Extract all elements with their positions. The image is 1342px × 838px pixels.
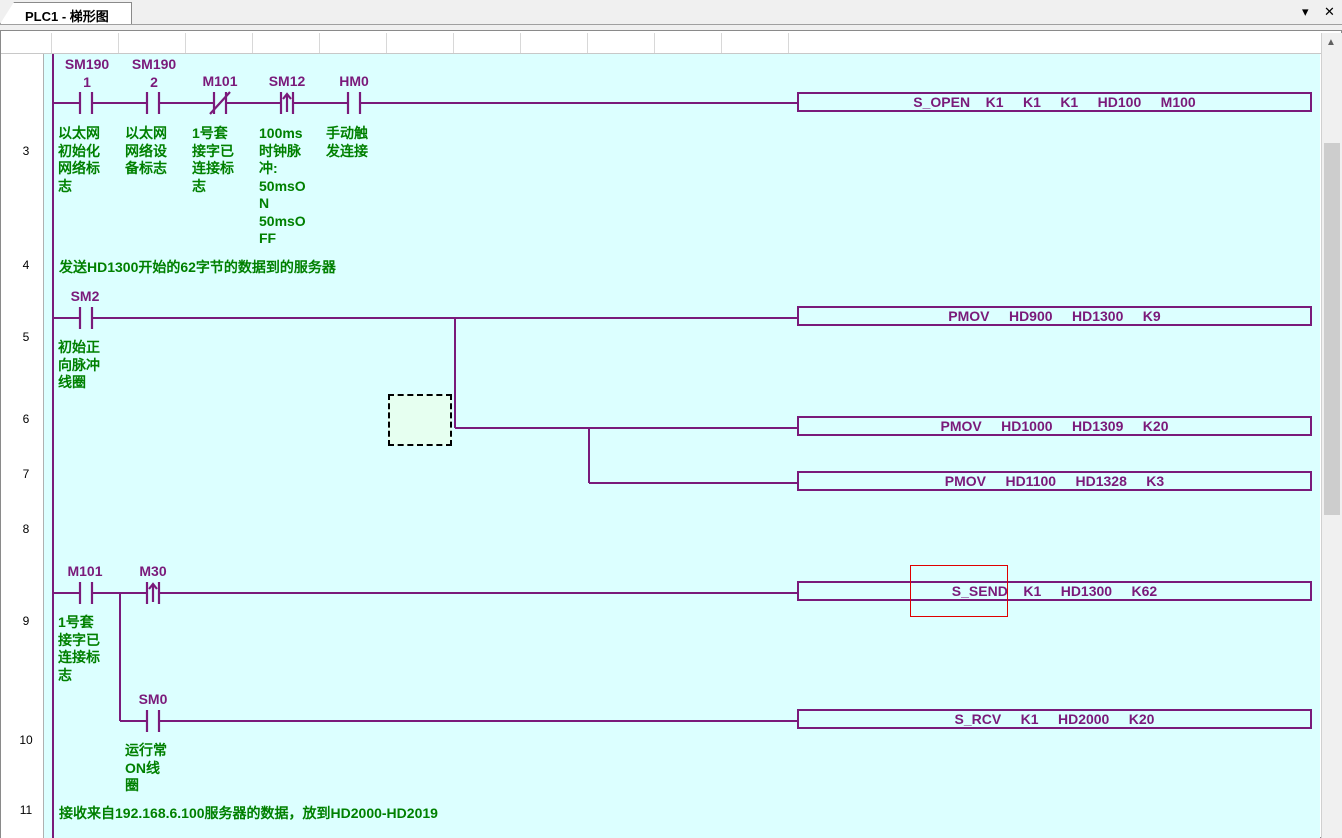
instruction-pmov-2[interactable]: PMOV HD1000 HD1309 K20 bbox=[797, 416, 1312, 436]
contact-m101-nc[interactable] bbox=[208, 86, 232, 120]
instruction-pmov-1[interactable]: PMOV HD900 HD1300 K9 bbox=[797, 306, 1312, 326]
chevron-down-icon[interactable]: ▾ bbox=[1302, 4, 1309, 19]
cell-cursor[interactable] bbox=[388, 394, 452, 446]
contact-comment: 100ms 时钟脉 冲: 50msO N 50msO FF bbox=[259, 125, 306, 246]
row-number: 3 bbox=[22, 144, 30, 158]
row-number: 7 bbox=[22, 467, 30, 481]
ladder-canvas[interactable] bbox=[44, 54, 1320, 838]
contact-comment: 以太网 网络设 备标志 bbox=[125, 125, 167, 176]
contact-sm2[interactable] bbox=[74, 301, 98, 335]
close-icon[interactable]: ✕ bbox=[1324, 4, 1335, 19]
instruction-text: PMOV HD1000 HD1309 K20 bbox=[940, 418, 1169, 434]
instruction-s-send[interactable]: S_SEND K1 HD1300 K62 bbox=[797, 581, 1312, 601]
instruction-pmov-3[interactable]: PMOV HD1100 HD1328 K3 bbox=[797, 471, 1312, 491]
instruction-text: S_RCV K1 HD2000 K20 bbox=[954, 711, 1155, 727]
tab-plc1-ladder[interactable]: PLC1 - 梯形图 bbox=[0, 2, 132, 24]
contact-label-sm1902: SM190 2 bbox=[131, 56, 177, 90]
row-number: 11 bbox=[19, 803, 33, 817]
instruction-text: S_SEND K1 HD1300 K62 bbox=[951, 583, 1158, 599]
contact-comment: 运行常 ON线 圈 bbox=[125, 742, 167, 793]
row-number: 4 bbox=[22, 258, 30, 272]
contact-label-hm0: HM0 bbox=[339, 73, 369, 89]
instruction-s-open[interactable]: S_OPEN K1 K1 K1 HD100 M100 bbox=[797, 92, 1312, 112]
contact-label-m101: M101 bbox=[67, 563, 103, 579]
contact-sm1902[interactable] bbox=[141, 86, 165, 120]
scroll-thumb[interactable] bbox=[1324, 143, 1340, 515]
left-power-rail bbox=[52, 54, 54, 838]
contact-comment: 以太网 初始化 网络标 志 bbox=[58, 125, 100, 194]
rung-comment: 发送HD1300开始的62字节的数据到的服务器 bbox=[59, 259, 336, 275]
row-number: 9 bbox=[22, 614, 30, 628]
selection-highlight bbox=[910, 565, 1008, 617]
contact-sm1901[interactable] bbox=[74, 86, 98, 120]
contact-m101[interactable] bbox=[74, 576, 98, 610]
tab-title: PLC1 - 梯形图 bbox=[25, 9, 109, 24]
contact-label-m30: M30 bbox=[139, 563, 167, 579]
row-number: 8 bbox=[22, 522, 30, 536]
contact-comment: 1号套 接字已 连接标 志 bbox=[58, 614, 100, 683]
row-number: 10 bbox=[19, 733, 33, 747]
row-number: 5 bbox=[22, 330, 30, 344]
contact-label-sm2: SM2 bbox=[70, 288, 100, 304]
column-header bbox=[1, 33, 1321, 54]
row-number-gutter bbox=[1, 54, 44, 838]
instruction-text: PMOV HD1100 HD1328 K3 bbox=[944, 473, 1165, 489]
vertical-scrollbar[interactable]: ▲ bbox=[1321, 33, 1342, 838]
contact-comment: 1号套 接字已 连接标 志 bbox=[192, 125, 234, 194]
contact-label-sm12: SM12 bbox=[268, 73, 306, 89]
rung-comment: 接收来自192.168.6.100服务器的数据，放到HD2000-HD2019 bbox=[59, 805, 438, 821]
scroll-up-icon[interactable]: ▲ bbox=[1326, 37, 1336, 48]
contact-hm0[interactable] bbox=[342, 86, 366, 120]
contact-sm12-rising[interactable] bbox=[275, 86, 299, 120]
contact-comment: 手动触 发连接 bbox=[326, 125, 368, 159]
contact-comment: 初始正 向脉冲 线圈 bbox=[58, 339, 100, 390]
contact-label-sm1901: SM190 1 bbox=[64, 56, 110, 90]
instruction-text: S_OPEN K1 K1 K1 HD100 M100 bbox=[913, 94, 1196, 110]
instruction-s-rcv[interactable]: S_RCV K1 HD2000 K20 bbox=[797, 709, 1312, 729]
instruction-text: PMOV HD900 HD1300 K9 bbox=[948, 308, 1161, 324]
contact-label-sm0: SM0 bbox=[138, 691, 168, 707]
title-bar: PLC1 - 梯形图 ▾ ✕ bbox=[0, 0, 1342, 25]
contact-m30-rising[interactable] bbox=[141, 576, 165, 610]
row-number: 6 bbox=[22, 412, 30, 426]
contact-sm0[interactable] bbox=[141, 704, 165, 738]
contact-label-m101: M101 bbox=[202, 73, 238, 89]
